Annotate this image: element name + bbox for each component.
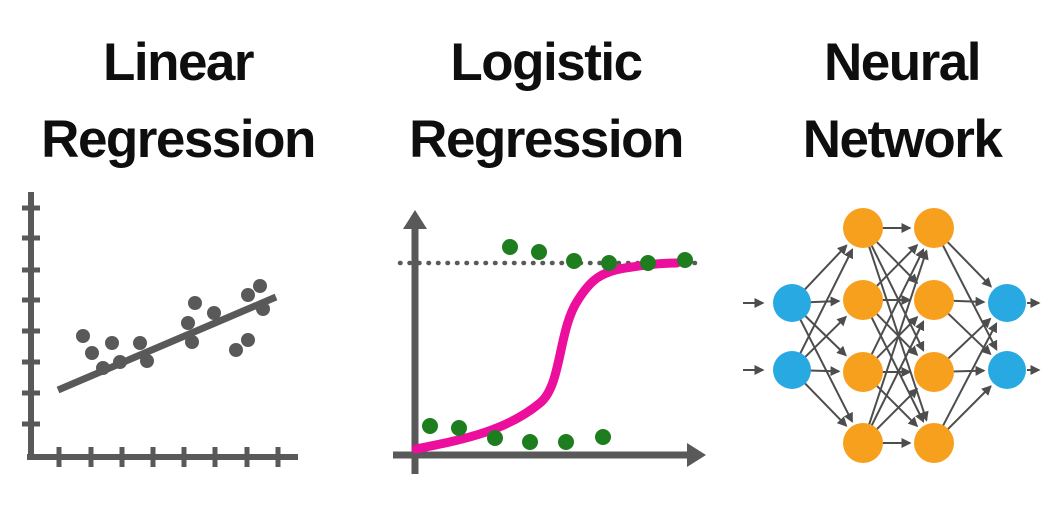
sigmoid-curve (411, 258, 682, 454)
linear-regression-plot (22, 192, 298, 467)
edge-line (951, 296, 986, 307)
class-zero-dot (522, 434, 538, 450)
logistic-regression-plot (393, 210, 706, 474)
neural-network-title: Neural Network (730, 24, 1060, 178)
hidden1-node (843, 352, 883, 392)
title-line-1: Logistic (450, 33, 643, 92)
class-zero-dot (422, 418, 438, 434)
edge-line (870, 243, 925, 352)
scatter-dot (113, 355, 127, 369)
class-one-dot (640, 255, 656, 271)
edge-line (874, 316, 919, 360)
scatter-dot (185, 335, 199, 349)
scatter-dot (133, 336, 147, 350)
edge-line (802, 244, 848, 292)
neural-network-diagram (743, 208, 1041, 463)
title-line-1: Neural (824, 33, 981, 92)
hidden2-node (914, 352, 954, 392)
edge-line (870, 248, 925, 357)
edge-line (874, 244, 919, 288)
title-line-2: Regression (41, 110, 316, 169)
scatter-dot (181, 316, 195, 330)
class-one-dot (531, 244, 547, 260)
class-zero-dot (451, 420, 467, 436)
edge-line (941, 243, 998, 351)
scatter-dot (253, 279, 267, 293)
edge-line (875, 384, 919, 428)
input-node (773, 351, 811, 389)
edge-line (870, 315, 925, 423)
x-axis-arrow-icon (687, 443, 706, 467)
y-axis-arrow-icon (403, 210, 427, 229)
scatter-dot (85, 346, 99, 360)
output-node (988, 284, 1026, 322)
title-line-2: Regression (409, 110, 684, 169)
hidden1-node (843, 280, 883, 320)
hidden2-node (914, 280, 954, 320)
hidden2-node (914, 423, 954, 463)
hidden1-node (843, 208, 883, 248)
edge-line (951, 365, 986, 376)
class-one-dot (502, 239, 518, 255)
scatter-dot (241, 333, 255, 347)
edge-line (798, 248, 854, 356)
hidden1-node (843, 423, 883, 463)
title-line-1: Linear (102, 33, 255, 92)
edge-line (946, 385, 992, 431)
class-zero-dot (595, 429, 611, 445)
scatter-dot (96, 361, 110, 375)
scatter-dot (76, 329, 90, 343)
scatter-dot (241, 288, 255, 302)
trend-line (56, 293, 278, 394)
scatter-dot (140, 354, 154, 368)
input-node (773, 284, 811, 322)
linear-regression-title: Linear Regression (6, 24, 350, 178)
logistic-regression-title: Logistic Regression (374, 24, 718, 178)
edge-line (875, 387, 919, 431)
edge-line (870, 320, 925, 428)
class-zero-dot (558, 434, 574, 450)
edge-line (803, 315, 847, 359)
class-one-dot (677, 252, 693, 268)
scatter-dot (188, 296, 202, 310)
edge-line (803, 314, 847, 357)
edge-line (946, 317, 992, 361)
scatter-dot (229, 343, 243, 357)
title-line-2: Network (802, 110, 1003, 169)
edge-line (808, 296, 841, 307)
edge-line (803, 381, 848, 427)
class-one-dot (601, 255, 617, 271)
scatter-dot (207, 306, 221, 320)
edge-line (808, 366, 841, 377)
scatter-dot (256, 302, 270, 316)
edge-line (941, 322, 998, 428)
class-zero-dot (487, 430, 503, 446)
class-one-dot (566, 253, 582, 269)
edge-line (867, 249, 929, 427)
output-node (988, 351, 1026, 389)
edge-line (945, 240, 993, 288)
scatter-dot (105, 336, 119, 350)
hidden2-node (914, 208, 954, 248)
